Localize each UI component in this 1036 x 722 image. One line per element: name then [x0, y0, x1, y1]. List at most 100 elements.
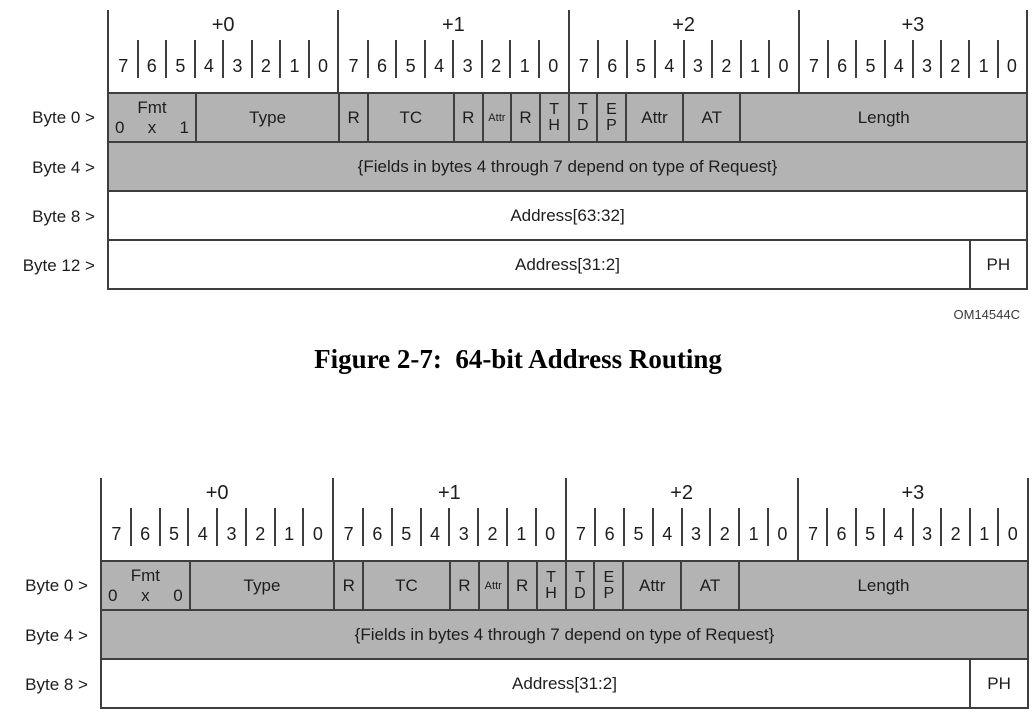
bit-number: 5 — [854, 508, 885, 560]
bit-number: 2 — [709, 508, 739, 560]
field-type: Type — [188, 562, 334, 609]
field-attr: Attr — [622, 562, 680, 609]
bit-number: 0 — [997, 508, 1027, 560]
field-type: Type — [194, 94, 338, 141]
byte8-rowline: Byte 8 > Address[31:2] PH — [0, 660, 1029, 709]
byte-offset-label: +3 — [901, 481, 925, 504]
bit-number: 2 — [477, 508, 507, 560]
bit-number: 3 — [216, 508, 246, 560]
bit-number: 0 — [766, 508, 797, 560]
bit-number: 1 — [279, 40, 309, 92]
byte0-rowline: Byte 0 > Fmt 0 x 1 Type R TC R A — [0, 92, 1028, 143]
field-th: T H — [538, 94, 568, 141]
bit-number: 5 — [158, 508, 189, 560]
bit-number: 6 — [362, 508, 392, 560]
bit-number: 1 — [505, 508, 536, 560]
row-label-byte12: Byte 12 > — [22, 255, 95, 275]
byte8-row: Address[63:32] — [107, 192, 1028, 241]
byte4-rowline: Byte 4 > {Fields in bytes 4 through 7 de… — [0, 611, 1029, 660]
th-top: T — [546, 568, 556, 586]
bit-number: 2 — [711, 40, 741, 92]
bit-number: 1 — [968, 508, 999, 560]
fmt-bit-6: x — [147, 117, 157, 137]
byte-offset-label: +2 — [672, 13, 696, 36]
field-r2: R — [452, 94, 482, 141]
bit-number: 2 — [250, 40, 281, 92]
byte8-row: Address[31:2] PH — [100, 660, 1029, 709]
field-fmt: Fmt 0 x 1 — [109, 94, 195, 141]
field-td: T D — [567, 94, 597, 141]
bit-number: 1 — [739, 40, 770, 92]
field-fmt: Fmt 0 x 0 — [102, 562, 189, 609]
bit-number: 0 — [534, 508, 565, 560]
fmt-label: Fmt — [137, 97, 167, 117]
bit-number: 0 — [302, 508, 332, 560]
byte0-row: Fmt 0 x 0 Type R TC R Attr R T — [100, 560, 1029, 611]
fmt-bit-values: 0 x 0 — [102, 586, 189, 606]
byte12-row: Address[31:2] PH — [107, 241, 1028, 290]
byte-offset-label: +1 — [441, 13, 465, 36]
bit-number: 7 — [343, 523, 354, 544]
bit-number: 6 — [366, 40, 397, 92]
byte0-rowline: Byte 0 > Fmt 0 x 0 Type R TC R A — [0, 560, 1029, 611]
fmt-bit-6: x — [141, 585, 150, 605]
byte4-note: {Fields in bytes 4 through 7 depend on t… — [357, 156, 778, 176]
bit-number: 2 — [244, 508, 275, 560]
bit-number: 4 — [883, 40, 913, 92]
bit-number: 6 — [129, 508, 160, 560]
field-ep: E P — [596, 94, 625, 141]
ep-top: E — [603, 568, 615, 586]
byte0-row: Fmt 0 x 1 Type R TC R Attr R T — [107, 92, 1028, 143]
row-label-byte4: Byte 4 > — [32, 157, 95, 177]
bit-number: 4 — [193, 40, 224, 92]
fmt-bit-values: 0 x 1 — [109, 118, 195, 138]
om-reference-code: OM14544C — [953, 307, 1020, 322]
byte-offset-label: +2 — [670, 481, 694, 504]
bit-number: 1 — [738, 508, 768, 560]
field-at: AT — [680, 562, 738, 609]
bit-number: 7 — [348, 55, 359, 76]
bit-number: 1 — [273, 508, 304, 560]
bit-number: 5 — [623, 508, 653, 560]
bit-number: 5 — [855, 40, 884, 92]
field-ph: PH — [968, 241, 1026, 288]
row-label-byte4: Byte 4 > — [25, 625, 88, 645]
bit-number: 3 — [222, 40, 252, 92]
byte-offset-label: +3 — [901, 13, 925, 36]
byte4-note: {Fields in bytes 4 through 7 depend on t… — [354, 624, 775, 644]
bit-number: 0 — [307, 40, 338, 92]
td-bottom: D — [574, 584, 586, 602]
bit-number: 5 — [625, 40, 656, 92]
bit-number: 3 — [682, 40, 713, 92]
field-address-low: Address[31:2] — [512, 673, 617, 693]
bit-number: 7 — [118, 55, 129, 76]
byte4-row: {Fields in bytes 4 through 7 depend on t… — [100, 611, 1029, 660]
bit-number: 2 — [480, 40, 511, 92]
header-label-spacer — [0, 478, 100, 560]
bit-number: 0 — [768, 40, 798, 92]
byte-offset-label: +1 — [437, 481, 461, 504]
field-ph: PH — [969, 660, 1027, 707]
field-r1: R — [338, 94, 367, 141]
th-bottom: H — [545, 584, 557, 602]
byte12-rowline: Byte 12 > Address[31:2] PH — [0, 241, 1028, 290]
field-th: T H — [535, 562, 565, 609]
header-label-spacer — [0, 10, 107, 92]
fmt-bit-5: 1 — [179, 117, 189, 137]
bit-number: 3 — [452, 40, 482, 92]
byte-offset-label: +0 — [211, 13, 235, 36]
field-address-low: Address[31:2] — [515, 254, 620, 274]
bit-number: 6 — [594, 508, 624, 560]
bit-number: 3 — [911, 508, 942, 560]
